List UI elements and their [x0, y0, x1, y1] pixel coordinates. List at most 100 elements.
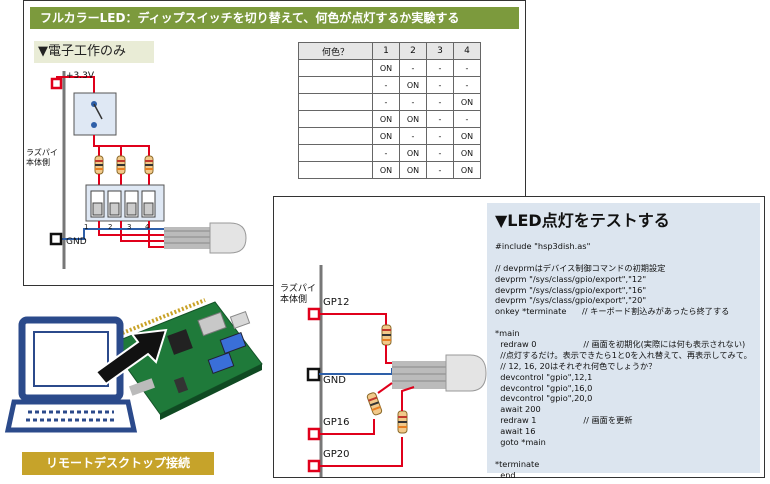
pin-label-gp16: GP16: [323, 417, 350, 428]
side-label-1: ラズパイ: [26, 148, 58, 157]
table-row: -ON-ON: [298, 144, 481, 162]
gp20-pin: [307, 459, 321, 473]
cell: -: [399, 93, 427, 111]
resistor-gp16: [366, 392, 383, 416]
cell: ON: [372, 59, 400, 77]
experiment-panel: フルカラーLED：ディップスイッチを切り替えて、何色が点灯するか実験する ▼電子…: [23, 0, 526, 286]
code-line: devprm "/sys/class/gpio/export","20": [495, 295, 647, 306]
table-row: ON--ON: [298, 127, 481, 145]
section-label-electronics: ▼電子工作のみ: [34, 41, 154, 63]
side-label-1: ラズパイ: [280, 284, 316, 294]
resistor-1: [94, 155, 104, 175]
code-line: [495, 252, 757, 263]
side-label-2: 本体側: [26, 158, 50, 167]
code-line: await 16: [495, 426, 536, 437]
header-color: 何色？: [298, 42, 373, 60]
laptop-icon: [4, 316, 138, 433]
pin-label-gp20: GP20: [323, 449, 350, 460]
cell: ON: [453, 93, 481, 111]
table-row: -ON--: [298, 76, 481, 94]
code-line: end: [495, 469, 516, 480]
resistor-gp20: [397, 410, 408, 434]
laptop-and-board-illustration: [4, 298, 263, 433]
cell: -: [426, 59, 454, 77]
experiment-title: フルカラーLED：ディップスイッチを切り替えて、何色が点灯するか実験する: [30, 7, 519, 29]
code-panel: ▼LED点灯をテストする #include "hsp3dish.as" // d…: [487, 203, 760, 480]
cell: ON: [453, 144, 481, 162]
arrow-icon: [94, 328, 168, 386]
dip-switch-circuit: [49, 71, 247, 269]
code-line: [495, 317, 757, 328]
code-line: devprm "/sys/class/gpio/export","16": [495, 284, 647, 295]
led-test-panel: ラズパイ 本体側 GP12 GND GP16 GP20 ▼LED点灯をテストする…: [273, 196, 765, 480]
rgb-led: [164, 222, 247, 254]
gp12-pin: [307, 307, 321, 321]
gnd-pin: [49, 232, 63, 246]
cell: -: [453, 110, 481, 128]
gnd-pin: [306, 367, 321, 382]
code-line: // 12, 16, 20はそれぞれ何色でしょうか？: [495, 360, 657, 371]
header-2: 2: [399, 42, 427, 60]
cell: ON: [453, 127, 481, 145]
code-line: devcontrol "gpio",12,1: [495, 371, 593, 382]
code-line: redraw 1 // 画面を更新: [495, 415, 633, 426]
code-line: devcontrol "gpio",16,0: [495, 382, 593, 393]
code-line: [495, 448, 757, 459]
code-line: await 200: [495, 404, 541, 415]
switch-number-3: 3: [127, 223, 132, 231]
cell: [298, 127, 373, 145]
cell: [298, 93, 373, 111]
cell: ON: [453, 161, 481, 179]
resistor-3: [144, 155, 154, 175]
push-switch: [73, 92, 117, 136]
cell: ON: [372, 127, 400, 145]
cell: [298, 59, 373, 77]
cell: -: [399, 127, 427, 145]
cell: -: [426, 144, 454, 162]
header-4: 4: [453, 42, 481, 60]
table-row: ---ON: [298, 93, 481, 111]
code-line: goto *main: [495, 437, 546, 448]
remote-desktop-label: リモートデスクトップ接続: [22, 452, 214, 475]
cell: ON: [372, 110, 400, 128]
raspberry-pi-board: [109, 298, 263, 420]
code-line: *main: [495, 328, 520, 339]
cell: -: [426, 161, 454, 179]
code-line: devcontrol "gpio",20,0: [495, 393, 593, 404]
resistor-gp12: [381, 324, 392, 346]
table-row: ON---: [298, 59, 481, 77]
switch-number-4: 4: [145, 223, 150, 231]
cell: ON: [399, 76, 427, 94]
led-test-title: ▼LED点灯をテストする: [495, 211, 670, 230]
cell: -: [453, 59, 481, 77]
switch-number-2: 2: [108, 223, 113, 231]
cell: [298, 76, 373, 94]
code-line: onkey *terminate // キーボード割込みがあったら終了する: [495, 306, 730, 317]
cell: [298, 110, 373, 128]
cell: -: [426, 127, 454, 145]
header-3: 3: [426, 42, 454, 60]
code-line: *terminate: [495, 458, 540, 469]
gnd-label: GND: [66, 237, 87, 247]
code-line: //点灯するだけ。表示できたら1と0を入れ替えて、再表示してみて。: [495, 349, 752, 360]
pin-label-gnd: GND: [323, 375, 346, 386]
truth-table-header: 何色？ 1 2 3 4: [298, 42, 481, 60]
cell: -: [372, 144, 400, 162]
cell: -: [399, 59, 427, 77]
rgb-led: [392, 354, 487, 392]
code-line: // devprmはデバイス制御コマンドの初期設定: [495, 262, 666, 273]
gp16-pin: [307, 427, 321, 441]
pin-label-gp12: GP12: [323, 297, 350, 308]
cell: ON: [399, 144, 427, 162]
cell: -: [372, 76, 400, 94]
cell: ON: [399, 161, 427, 179]
cell: [298, 161, 373, 179]
resistor-2: [116, 155, 126, 175]
cell: -: [372, 93, 400, 111]
side-label-2: 本体側: [280, 295, 308, 305]
cell: ON: [399, 110, 427, 128]
code-line: #include "hsp3dish.as": [495, 241, 591, 251]
